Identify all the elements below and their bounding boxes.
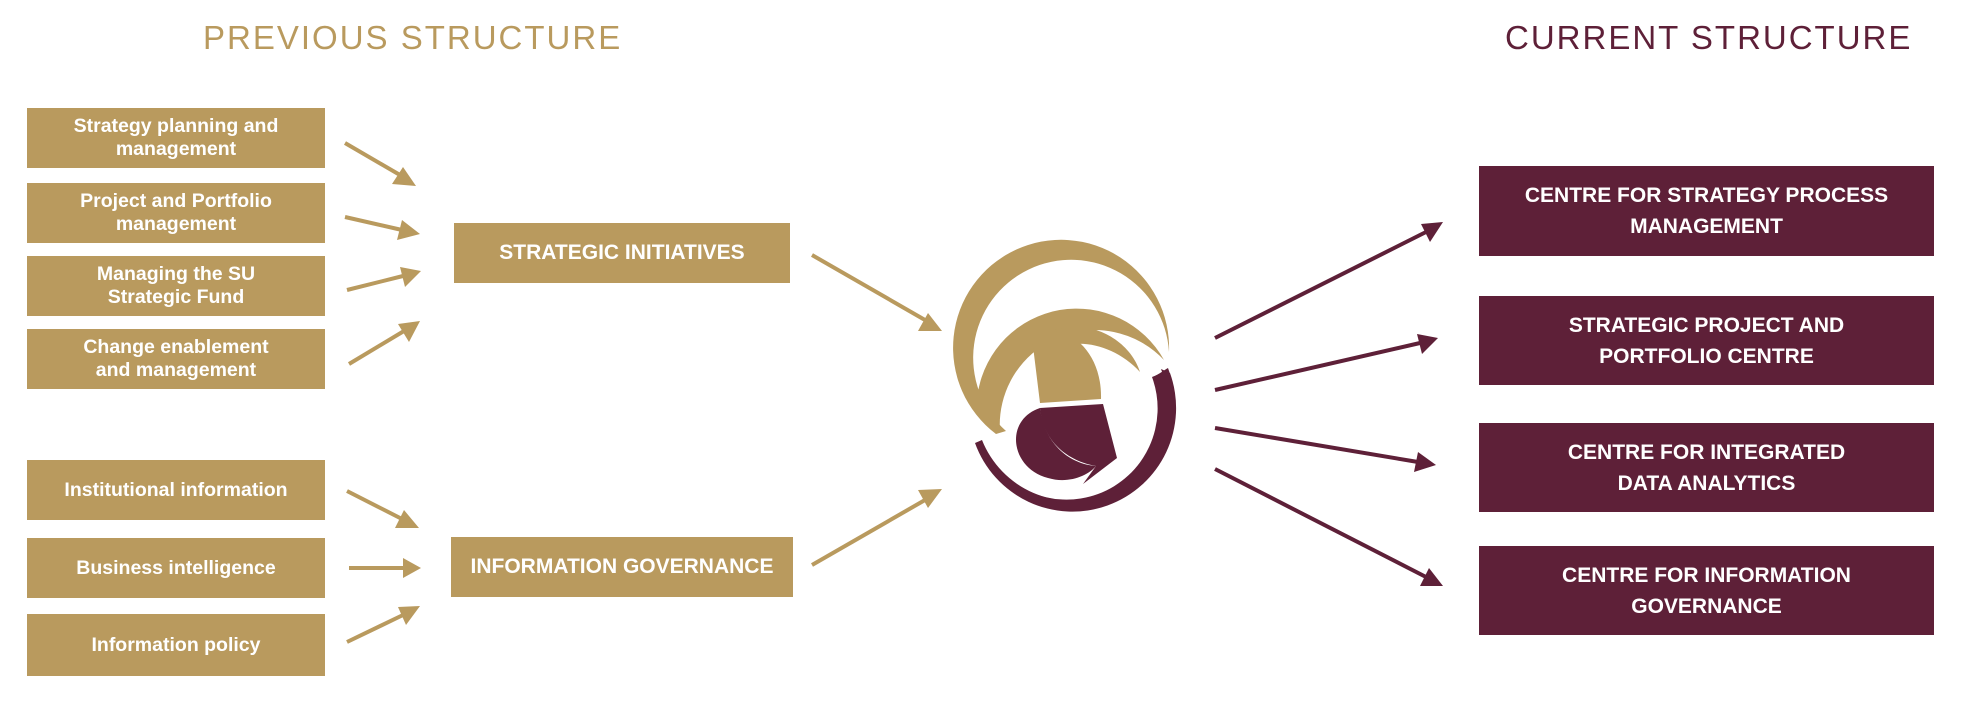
prev-item-change-enablement: Change enablement and management bbox=[27, 329, 325, 389]
group-information-governance: INFORMATION GOVERNANCE bbox=[451, 537, 793, 597]
curr-item-strategy-process: CENTRE FOR STRATEGY PROCESS MANAGEMENT bbox=[1479, 166, 1934, 256]
prev-item-strategy-planning: Strategy planning and management bbox=[27, 108, 325, 168]
current-structure-heading: CURRENT STRUCTURE bbox=[1505, 19, 1913, 56]
curr-item-data-analytics: CENTRE FOR INTEGRATED DATA ANALYTICS bbox=[1479, 423, 1934, 512]
maroon-arrows bbox=[1214, 222, 1443, 586]
prev-item-institutional-information: Institutional information bbox=[27, 460, 325, 520]
prev-item-project-portfolio: Project and Portfolio management bbox=[27, 183, 325, 243]
prev-item-business-intelligence: Business intelligence bbox=[27, 538, 325, 598]
prev-item-information-policy: Information policy bbox=[27, 614, 325, 676]
previous-structure-heading: PREVIOUS STRUCTURE bbox=[203, 19, 623, 56]
group-strategic-initiatives: STRATEGIC INITIATIVES bbox=[454, 223, 790, 283]
curr-item-project-portfolio-centre: STRATEGIC PROJECT AND PORTFOLIO CENTRE bbox=[1479, 296, 1934, 385]
curr-item-information-governance: CENTRE FOR INFORMATION GOVERNANCE bbox=[1479, 546, 1934, 635]
gold-arrows bbox=[343, 141, 942, 644]
circular-arrows-icon bbox=[953, 239, 1177, 512]
prev-item-strategic-fund: Managing the SU Strategic Fund bbox=[27, 256, 325, 316]
